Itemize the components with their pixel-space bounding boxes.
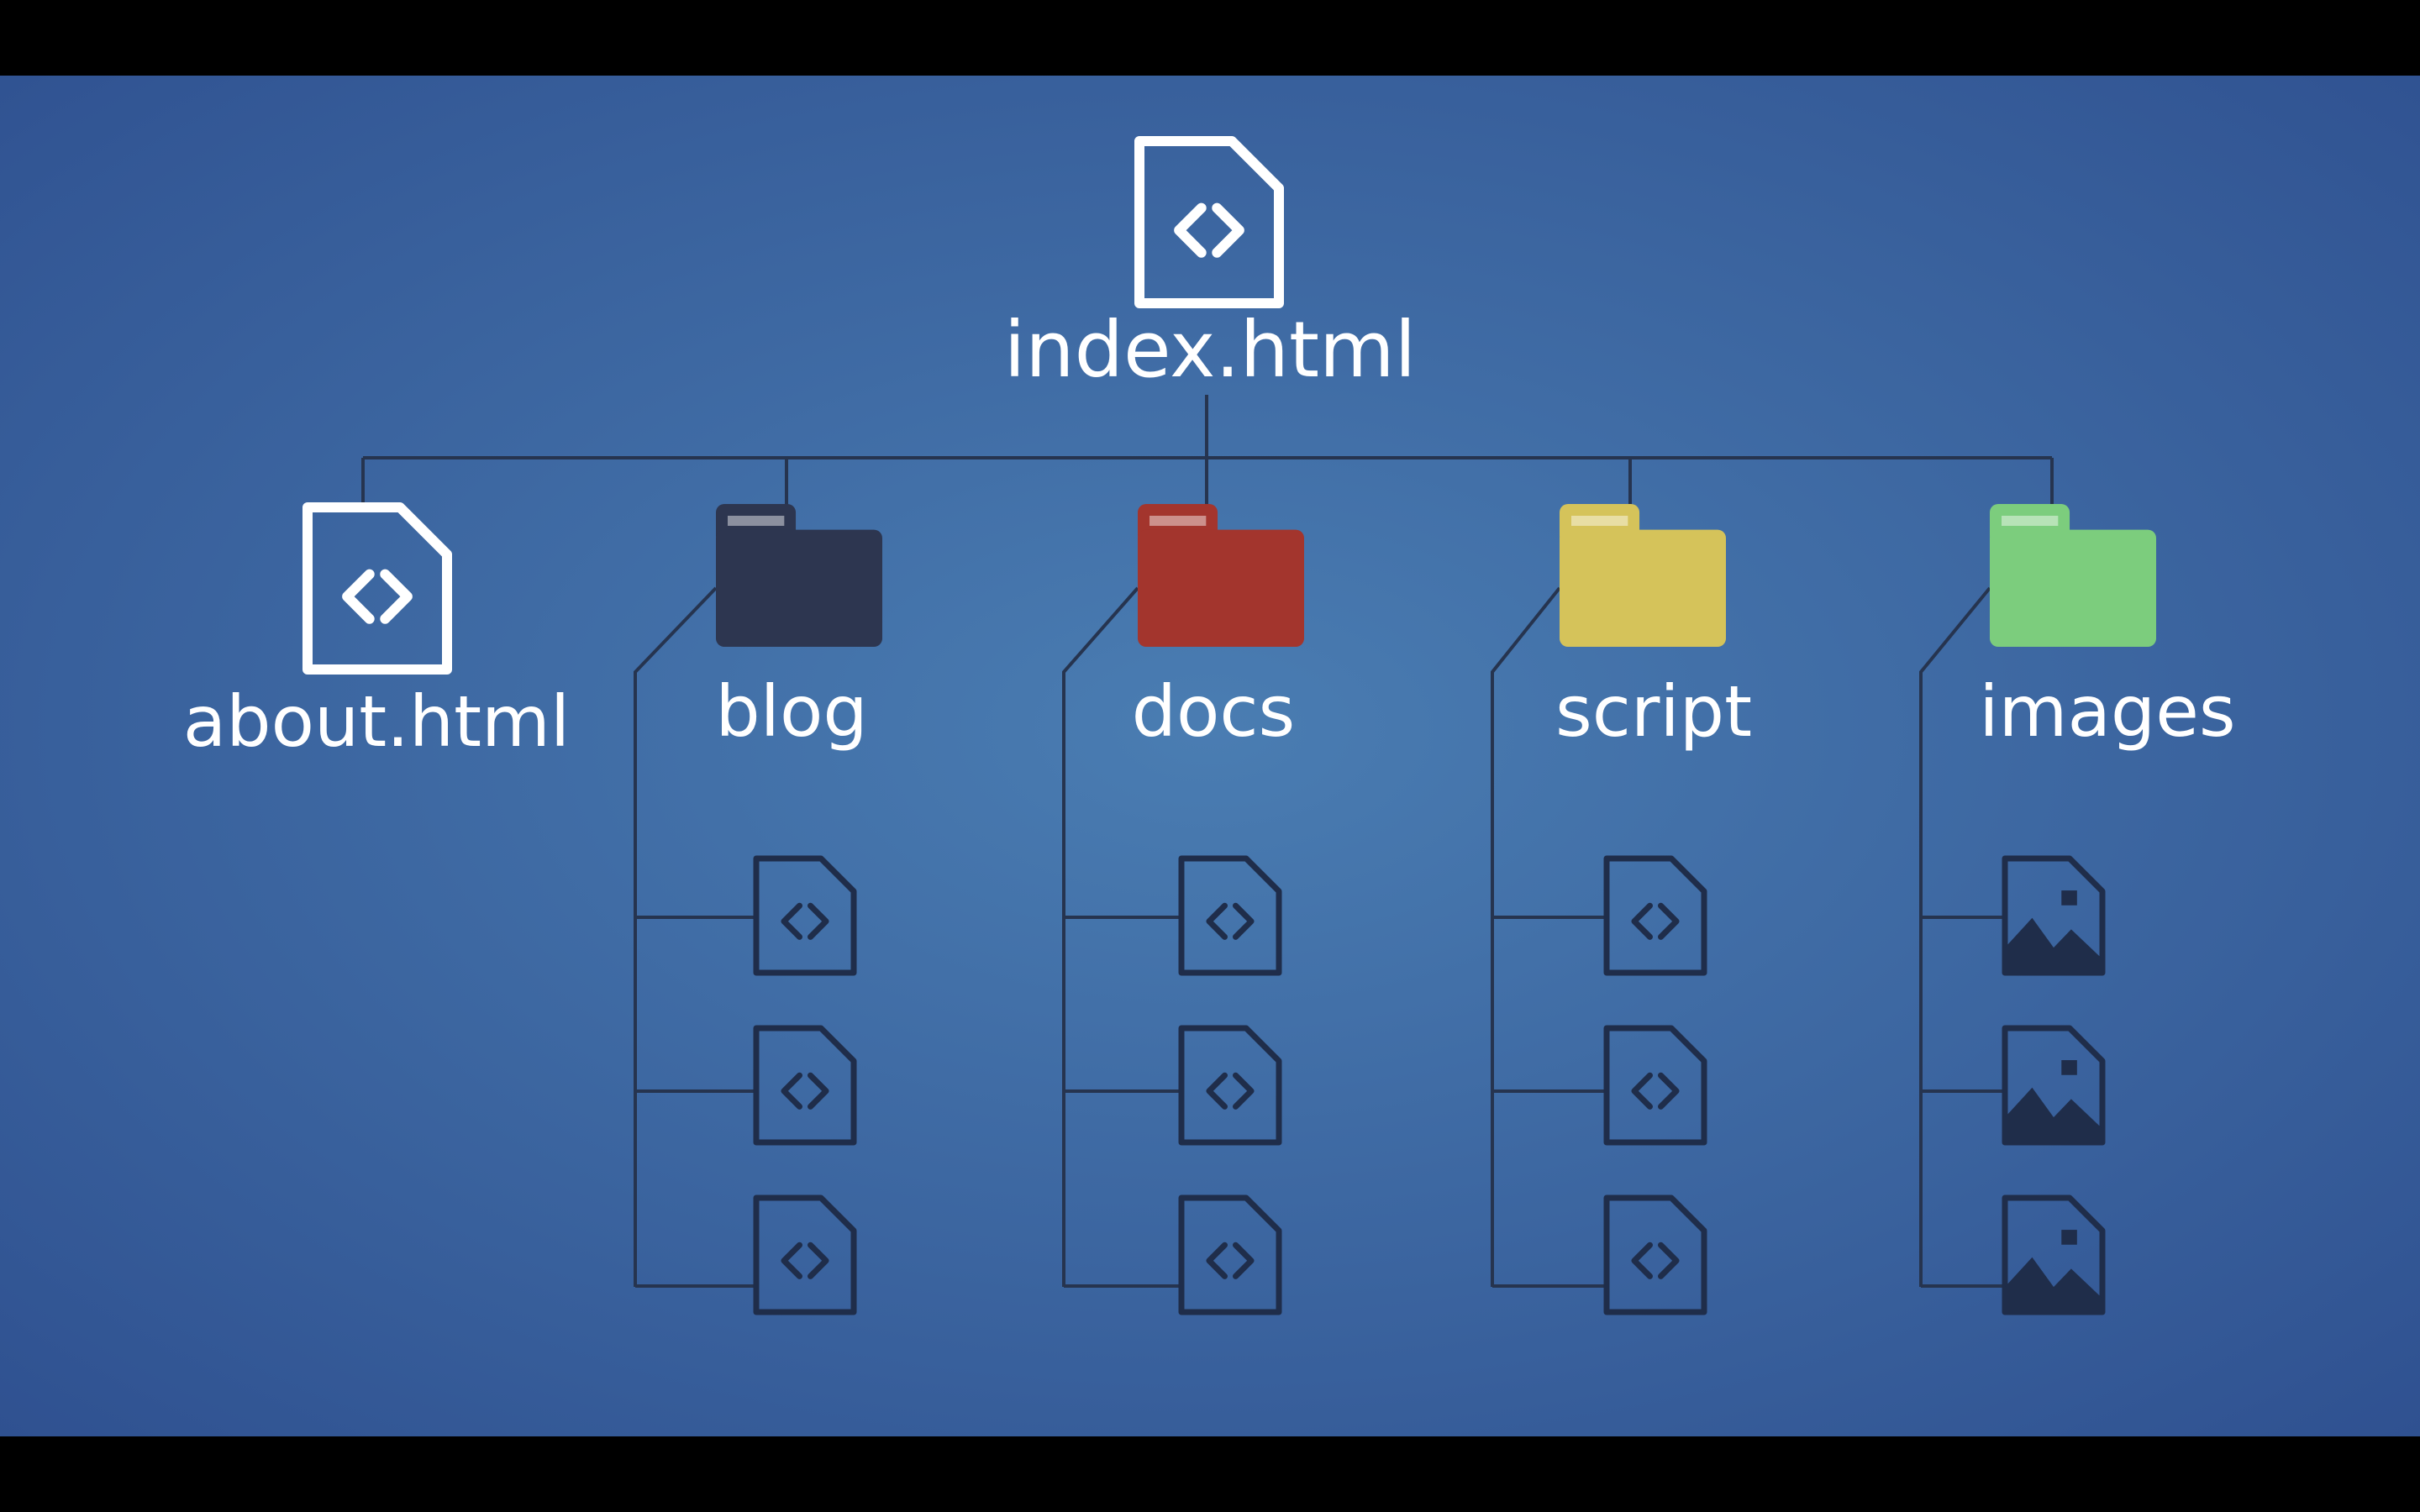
- tree-connectors: [361, 395, 2054, 1288]
- docs-html-file-icon-0: [1178, 855, 1282, 976]
- script-folder-icon: [1560, 504, 1726, 647]
- docs-trunk: [1062, 586, 1139, 1287]
- about-html-file-icon: [302, 502, 452, 675]
- images-folder-icon: [1990, 504, 2156, 647]
- script-html-file-icon-0: [1603, 855, 1707, 976]
- about-file-label: about.html: [183, 680, 570, 763]
- docs-folder-icon: [1138, 504, 1304, 647]
- docs-html-file-icon-2: [1178, 1194, 1282, 1315]
- images-folder-label: images: [1979, 670, 2235, 753]
- blog-children: [753, 855, 857, 1315]
- blog-trunk: [634, 586, 718, 1287]
- script-html-file-icon-2: [1603, 1194, 1707, 1315]
- images-trunk: [1919, 586, 1991, 1287]
- docs-children: [1178, 855, 1282, 1315]
- blog-html-file-icon-2: [753, 1194, 857, 1315]
- script-children: [1603, 855, 1707, 1315]
- root-html-file-icon: [1134, 136, 1284, 308]
- docs-folder-label: docs: [1132, 670, 1296, 753]
- letterbox-bottom: [0, 1436, 2420, 1512]
- blog-folder-icon: [716, 504, 882, 647]
- images-image-file-icon-1: [2002, 1025, 2106, 1146]
- letterbox-top: [0, 0, 2420, 76]
- script-trunk: [1491, 586, 1561, 1287]
- root-label: index.html: [1004, 305, 1417, 395]
- images-children: [2002, 855, 2106, 1315]
- images-image-file-icon-0: [2002, 855, 2106, 976]
- script-folder-label: script: [1555, 670, 1752, 753]
- images-image-file-icon-2: [2002, 1194, 2106, 1315]
- docs-html-file-icon-1: [1178, 1025, 1282, 1146]
- blog-html-file-icon-1: [753, 1025, 857, 1146]
- script-html-file-icon-1: [1603, 1025, 1707, 1146]
- blog-folder-label: blog: [715, 670, 867, 753]
- blog-html-file-icon-0: [753, 855, 857, 976]
